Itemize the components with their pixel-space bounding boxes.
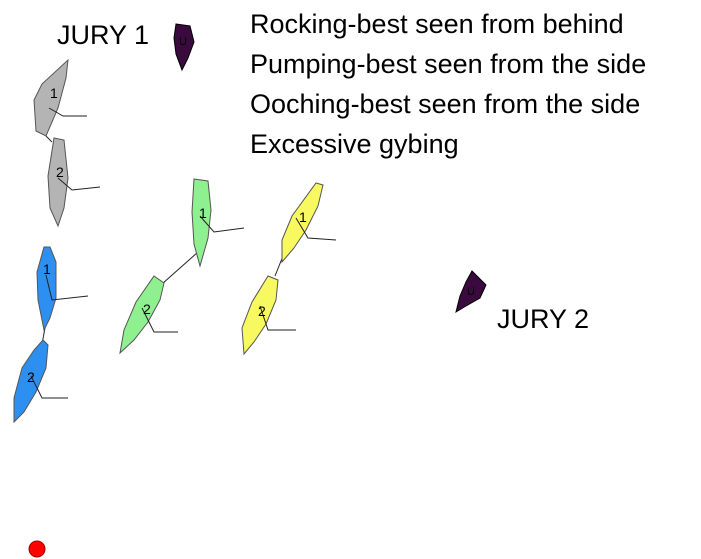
note-gybing: Excessive gybing — [250, 129, 459, 159]
boat-green-1-boom — [199, 215, 245, 233]
boat-green-1: 1 — [191, 178, 245, 268]
boat-blue-2: 2 — [13, 339, 68, 424]
boat-grey-2-hull — [47, 137, 69, 228]
boat-grey-1-number: 1 — [50, 85, 58, 101]
boat-yellow-2-boom — [259, 305, 296, 331]
boat-yellow-1-number: 1 — [299, 209, 307, 225]
boat-blue-1-number: 1 — [43, 261, 51, 277]
pair-link-grey — [45, 135, 53, 143]
boat-blue-2-number: 2 — [27, 369, 35, 385]
jury-1-label: JURY 1 — [57, 20, 150, 50]
jury-2-label: JURY 2 — [497, 304, 590, 334]
boat-blue-1: 1 — [36, 246, 89, 332]
boat-blue-1-hull — [36, 246, 57, 332]
boat-blue-2-boom — [30, 375, 68, 399]
boat-yellow-2: 2 — [241, 275, 296, 356]
jury-2-boat-hull — [455, 270, 487, 314]
boat-grey-2: 2 — [47, 137, 101, 228]
boat-green-2-boom — [141, 307, 178, 333]
boat-green-2-hull — [119, 275, 165, 355]
jury-1-boat-hull — [173, 23, 195, 72]
note-ooching: Ooching-best seen from the side — [250, 89, 641, 119]
jury-2-boat-mark: U — [467, 286, 475, 298]
boat-grey-2-number: 2 — [56, 164, 64, 180]
boat-yellow-2-hull — [241, 275, 279, 356]
observation-notes: Rocking-best seen from behind Pumping-be… — [250, 4, 646, 164]
boat-yellow-1: 1 — [281, 182, 337, 264]
jury-1-boat: U — [173, 23, 195, 72]
boat-yellow-2-number: 2 — [258, 303, 266, 319]
jury-2-boat: U — [455, 270, 487, 314]
note-rocking: Rocking-best seen from behind — [250, 9, 624, 39]
boat-blue-2-hull — [13, 339, 49, 424]
boat-yellow-1-boom — [295, 217, 337, 241]
boat-green-1-hull — [191, 178, 212, 268]
red-mark-buoy — [28, 540, 46, 558]
boat-grey-1-hull — [33, 58, 69, 137]
boat-blue-1-boom — [45, 274, 89, 301]
note-pumping: Pumping-best seen from the side — [250, 49, 647, 79]
boat-grey-1: 1 — [33, 58, 87, 137]
boat-grey-1-boom — [48, 107, 87, 117]
boat-green-2: 2 — [119, 275, 178, 355]
boat-green-1-number: 1 — [199, 205, 207, 221]
boat-yellow-1-hull — [281, 182, 324, 264]
jury-1-boat-mark: U — [179, 36, 187, 48]
pair-link-green — [161, 251, 199, 285]
boat-green-2-number: 2 — [143, 301, 151, 317]
boat-grey-2-boom — [57, 177, 101, 191]
